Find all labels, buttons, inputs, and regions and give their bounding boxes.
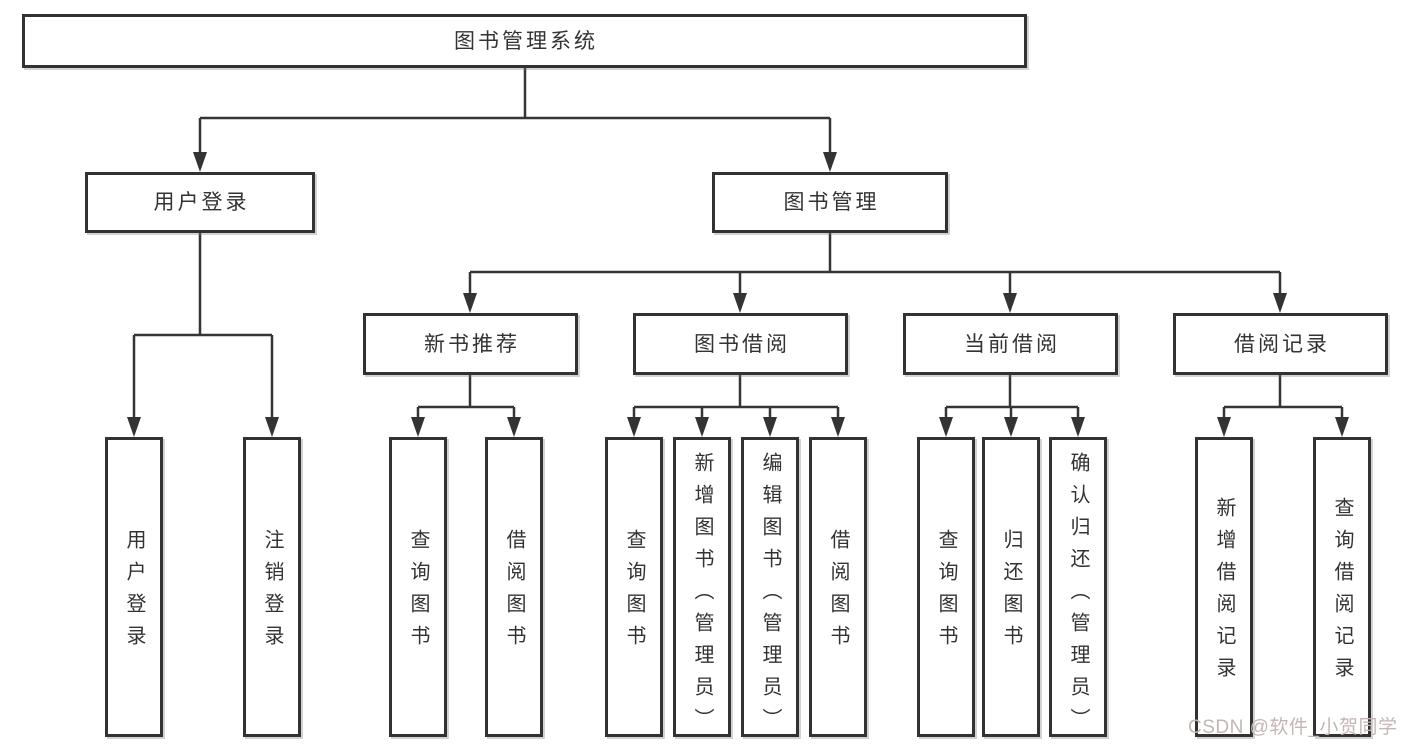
node-current-query-books: 查询图书 — [917, 437, 975, 737]
node-root: 图书管理系统 — [22, 14, 1027, 68]
node-borrow-borrow-books-label: 借阅图书 — [827, 529, 849, 657]
arrow-down-icon — [1004, 417, 1018, 437]
node-borrow-records: 借阅记录 — [1173, 313, 1388, 375]
node-current-confirm-return-label: 确认归还（管理员） — [1067, 452, 1089, 740]
node-current-borrow: 当前借阅 — [903, 313, 1118, 375]
node-records-query-record: 查询借阅记录 — [1313, 437, 1371, 737]
arrow-down-icon — [1335, 417, 1349, 437]
arrow-down-icon — [265, 417, 279, 437]
arrow-down-icon — [695, 417, 709, 437]
node-recommend-borrow-books-label: 借阅图书 — [503, 529, 525, 657]
csdn-watermark: CSDN @软件_小贺同学 — [1188, 717, 1398, 738]
arrow-down-icon — [733, 293, 747, 313]
arrow-down-icon — [1071, 417, 1085, 437]
connector-current-borrow-children — [944, 375, 1080, 421]
node-borrow-edit-books: 编辑图书（管理员） — [741, 437, 799, 740]
node-recommend-query-books-label: 查询图书 — [407, 529, 429, 657]
arrow-down-icon — [1273, 293, 1287, 313]
node-current-query-books-label: 查询图书 — [935, 529, 957, 657]
arrow-down-icon — [127, 417, 141, 437]
node-borrow-borrow-books: 借阅图书 — [809, 437, 867, 737]
arrow-down-icon — [627, 417, 641, 437]
arrow-down-icon — [763, 417, 777, 437]
node-borrow-query-books: 查询图书 — [605, 437, 663, 737]
node-current-borrow-label: 当前借阅 — [964, 332, 1060, 356]
node-borrow-query-books-label: 查询图书 — [623, 529, 645, 657]
connector-root-to-level1 — [198, 68, 832, 156]
arrow-down-icon — [411, 417, 425, 437]
node-book-borrow: 图书借阅 — [633, 313, 848, 375]
node-recommend-query-books: 查询图书 — [389, 437, 447, 737]
connector-user-login-children — [132, 233, 274, 421]
node-new-book-recommend: 新书推荐 — [363, 313, 578, 375]
node-records-add-record: 新增借阅记录 — [1195, 437, 1253, 737]
arrow-down-icon — [1003, 293, 1017, 313]
node-borrow-add-books: 新增图书（管理员） — [673, 437, 731, 740]
node-root-label: 图书管理系统 — [454, 29, 598, 53]
node-new-book-recommend-label: 新书推荐 — [424, 332, 520, 356]
node-book-borrow-label: 图书借阅 — [694, 332, 790, 356]
arrowheads — [127, 152, 1349, 437]
node-borrow-records-label: 借阅记录 — [1234, 332, 1330, 356]
node-login-label: 用户登录 — [123, 529, 145, 657]
arrow-down-icon — [193, 152, 207, 172]
node-login: 用户登录 — [105, 437, 163, 737]
node-logout-label: 注销登录 — [261, 529, 283, 657]
arrow-down-icon — [1217, 417, 1231, 437]
arrow-down-icon — [939, 417, 953, 437]
connector-book-borrow-children — [632, 375, 840, 421]
arrow-down-icon — [507, 417, 521, 437]
node-current-return-books-label: 归还图书 — [1000, 529, 1022, 657]
arrow-down-icon — [831, 417, 845, 437]
arrow-down-icon — [463, 293, 477, 313]
node-user-login: 用户登录 — [85, 172, 315, 233]
arrow-down-icon — [823, 152, 837, 172]
node-records-add-record-label: 新增借阅记录 — [1213, 497, 1235, 689]
connector-new-book-recommend-children — [416, 375, 516, 421]
node-current-confirm-return: 确认归还（管理员） — [1049, 437, 1107, 740]
node-logout: 注销登录 — [243, 437, 301, 737]
node-user-login-label: 用户登录 — [153, 191, 250, 214]
node-current-return-books: 归还图书 — [982, 437, 1040, 737]
node-records-query-record-label: 查询借阅记录 — [1331, 497, 1353, 689]
node-recommend-borrow-books: 借阅图书 — [485, 437, 543, 737]
node-book-management-label: 图书管理 — [783, 191, 880, 214]
connector-book-management-children — [468, 233, 1282, 297]
node-book-management: 图书管理 — [712, 172, 948, 233]
node-borrow-edit-books-label: 编辑图书（管理员） — [759, 452, 781, 740]
node-borrow-add-books-label: 新增图书（管理员） — [691, 452, 713, 740]
connector-borrow-records-children — [1222, 375, 1344, 421]
